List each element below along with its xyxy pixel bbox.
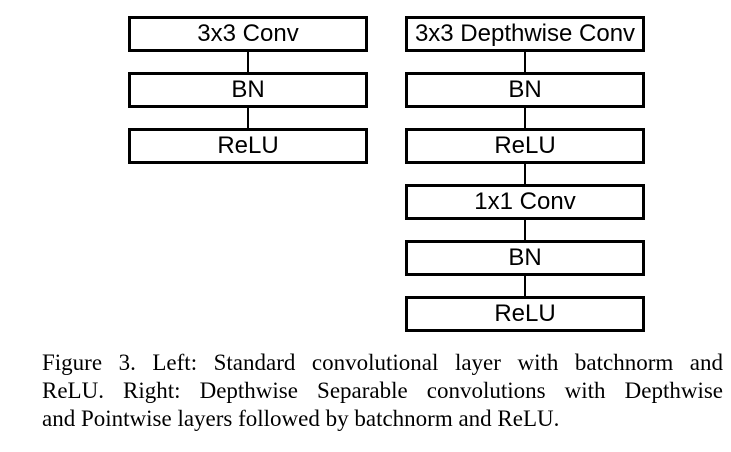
caption-line-3: and Pointwise layers followed by batchno… (42, 406, 560, 431)
figure-caption: Figure 3. Left: Standard convolutional l… (42, 349, 723, 433)
layer-box-bn-left: BN (128, 72, 368, 108)
layer-box-bn-right-1: BN (405, 72, 645, 108)
connector-line (524, 220, 526, 240)
depthwise-separable-column: 3x3 Depthwise Conv BN ReLU 1x1 Conv BN R… (405, 16, 645, 332)
connector-line (524, 276, 526, 296)
layer-box-relu-left: ReLU (128, 128, 368, 164)
connector-line (247, 108, 249, 128)
layer-box-relu-right-2: ReLU (405, 296, 645, 332)
layer-box-1x1-conv: 1x1 Conv (405, 184, 645, 220)
standard-conv-column: 3x3 Conv BN ReLU (128, 16, 368, 164)
layer-box-relu-right-1: ReLU (405, 128, 645, 164)
connector-line (524, 164, 526, 184)
caption-line-1: Figure 3. Left: Standard convolutional l… (42, 350, 723, 375)
caption-line-2: ReLU. Right: Depthwise Separable convolu… (42, 378, 723, 403)
connector-line (524, 52, 526, 72)
layer-box-3x3-depthwise-conv: 3x3 Depthwise Conv (405, 16, 645, 52)
connector-line (247, 52, 249, 72)
connector-line (524, 108, 526, 128)
layer-box-3x3-conv: 3x3 Conv (128, 16, 368, 52)
layer-box-bn-right-2: BN (405, 240, 645, 276)
